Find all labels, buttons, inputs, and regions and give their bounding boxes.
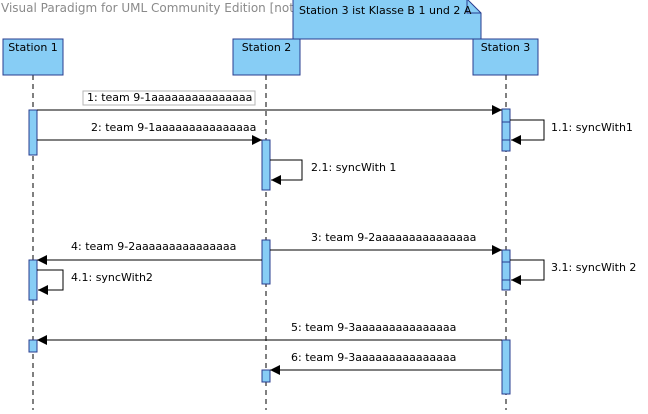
note-text: Station 3 ist Klasse B 1 und 2 A [299,4,472,17]
lifeline-head-s2[interactable] [232,38,301,76]
note-fold [466,0,481,14]
message-label: 3.1: syncWith 2 [551,261,636,274]
note-shape[interactable] [292,0,482,40]
message-4[interactable]: 2.1: syncWith 1 [270,159,396,185]
message-label: 2.1: syncWith 1 [311,161,396,174]
activation-bar[interactable] [261,369,271,383]
self-message-arrow [510,259,545,285]
message-label: 5: team 9-3aaaaaaaaaaaaaaa [291,321,456,334]
message-label: 6: team 9-3aaaaaaaaaaaaaaa [291,351,456,364]
message-10[interactable]: 6: team 9-3aaaaaaaaaaaaaaa [270,351,502,375]
message-label: 3: team 9-2aaaaaaaaaaaaaaa [311,231,476,244]
lifeline-name: Station 2 [242,41,292,54]
message-label: 2: team 9-1aaaaaaaaaaaaaaa [91,121,256,134]
lifeline-head-s3[interactable] [472,38,539,76]
lifeline-name: Station 1 [8,41,58,54]
message-6[interactable]: 4: team 9-2aaaaaaaaaaaaaaa [37,240,262,265]
activation-bar[interactable] [261,239,271,285]
message-label: 4: team 9-2aaaaaaaaaaaaaaa [71,240,236,253]
activation-bar[interactable] [28,339,38,353]
self-message-arrow [270,159,303,185]
self-message-arrow [510,119,545,145]
self-message-arrow [37,269,64,295]
message-label-box [82,90,256,106]
message-8[interactable]: 4.1: syncWith2 [37,269,153,295]
activation-bar[interactable] [501,121,511,141]
message-9[interactable]: 5: team 9-3aaaaaaaaaaaaaaa [37,321,502,345]
message-label: 1.1: syncWith1 [551,121,633,134]
message-5[interactable]: 3: team 9-2aaaaaaaaaaaaaaa [270,231,502,255]
message-label: 1: team 9-1aaaaaaaaaaaaaaa [87,91,252,104]
message-3[interactable]: 1.1: syncWith1 [510,119,633,145]
message-7[interactable]: 3.1: syncWith 2 [510,259,636,285]
message-2[interactable]: 2: team 9-1aaaaaaaaaaaaaaa [37,121,262,145]
activation-bar[interactable] [261,139,271,191]
activation-bar[interactable] [28,259,38,301]
lifeline-name: Station 3 [481,41,531,54]
message-1[interactable]: 1: team 9-1aaaaaaaaaaaaaaa [37,90,502,115]
lifeline-head-s1[interactable] [2,38,64,76]
activation-bar[interactable] [28,109,38,156]
activation-bar[interactable] [501,339,511,395]
message-label: 4.1: syncWith2 [71,271,153,284]
activation-bar[interactable] [501,261,511,281]
